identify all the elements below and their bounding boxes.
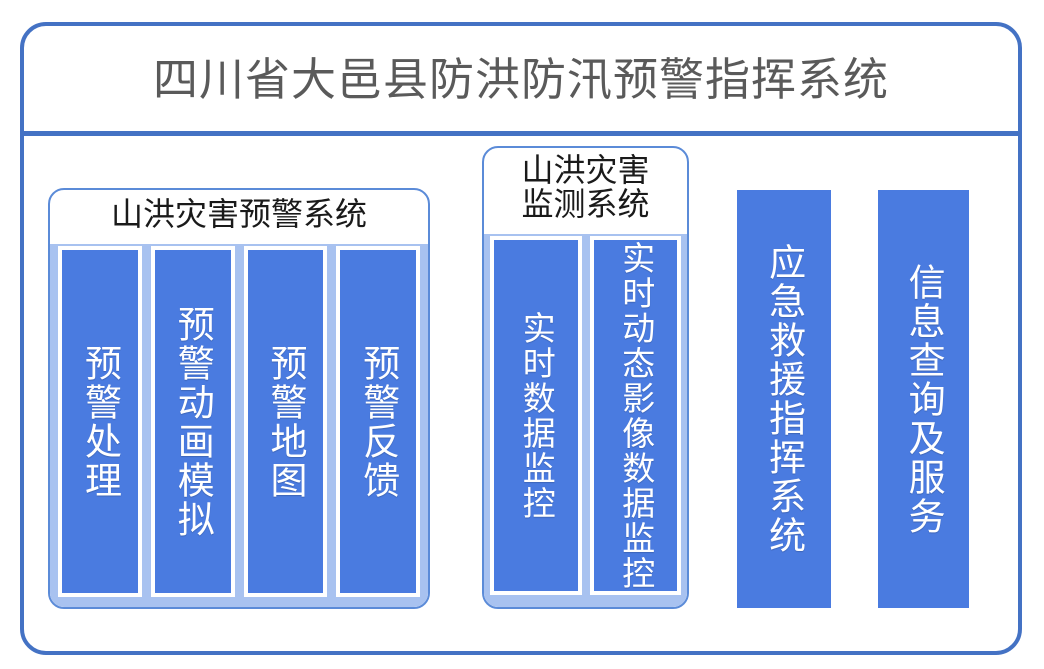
module-warning-map-label: 预警地图 [263, 343, 307, 500]
page-title: 四川省大邑县防洪防汛预警指挥系统 [152, 53, 889, 106]
panel-warning-system-title: 山洪灾害预警系统 [110, 195, 367, 233]
module-warning-animation-simulation[interactable]: 预警动画模拟 [150, 246, 235, 597]
module-information-query-and-service[interactable]: 信息查询及服务 [878, 190, 969, 608]
panel-monitoring-system-header: 山洪灾害 监测系统 [484, 151, 687, 244]
module-warning-animation-simulation-label: 预警动画模拟 [171, 304, 215, 539]
module-emergency-rescue-command-system[interactable]: 应急救援指挥系统 [737, 190, 831, 608]
panel-monitoring-system-title: 山洪灾害 监测系统 [521, 151, 650, 223]
panel-warning-system-body: 预警处理 预警动画模拟 预警地图 预警反馈 [50, 244, 428, 607]
module-warning-feedback-label: 预警反馈 [356, 343, 400, 500]
module-realtime-dynamic-image-data-monitoring[interactable]: 实时动态影像数据监控 [589, 236, 681, 595]
module-realtime-dynamic-image-data-monitoring-label: 实时动态影像数据监控 [616, 240, 656, 591]
module-realtime-data-monitoring-label: 实时数据监控 [517, 310, 557, 521]
module-emergency-rescue-command-system-label: 应急救援指挥系统 [762, 243, 806, 555]
system-title-band: 四川省大邑县防洪防汛预警指挥系统 [24, 26, 1018, 133]
module-warning-feedback[interactable]: 预警反馈 [336, 246, 420, 597]
panel-monitoring-system-body: 实时数据监控 实时动态影像数据监控 [484, 234, 687, 607]
module-warning-map[interactable]: 预警地图 [243, 246, 328, 597]
panel-monitoring-system[interactable]: 山洪灾害 监测系统 实时数据监控 实时动态影像数据监控 [482, 146, 689, 609]
panel-warning-system[interactable]: 山洪灾害预警系统 预警处理 预警动画模拟 预警地图 预警反馈 [48, 188, 430, 609]
module-information-query-and-service-label: 信息查询及服务 [902, 262, 946, 536]
module-realtime-data-monitoring[interactable]: 实时数据监控 [490, 236, 582, 595]
module-warning-processing-label: 预警处理 [78, 343, 122, 500]
module-warning-processing[interactable]: 预警处理 [58, 246, 142, 597]
title-divider [22, 131, 1022, 136]
